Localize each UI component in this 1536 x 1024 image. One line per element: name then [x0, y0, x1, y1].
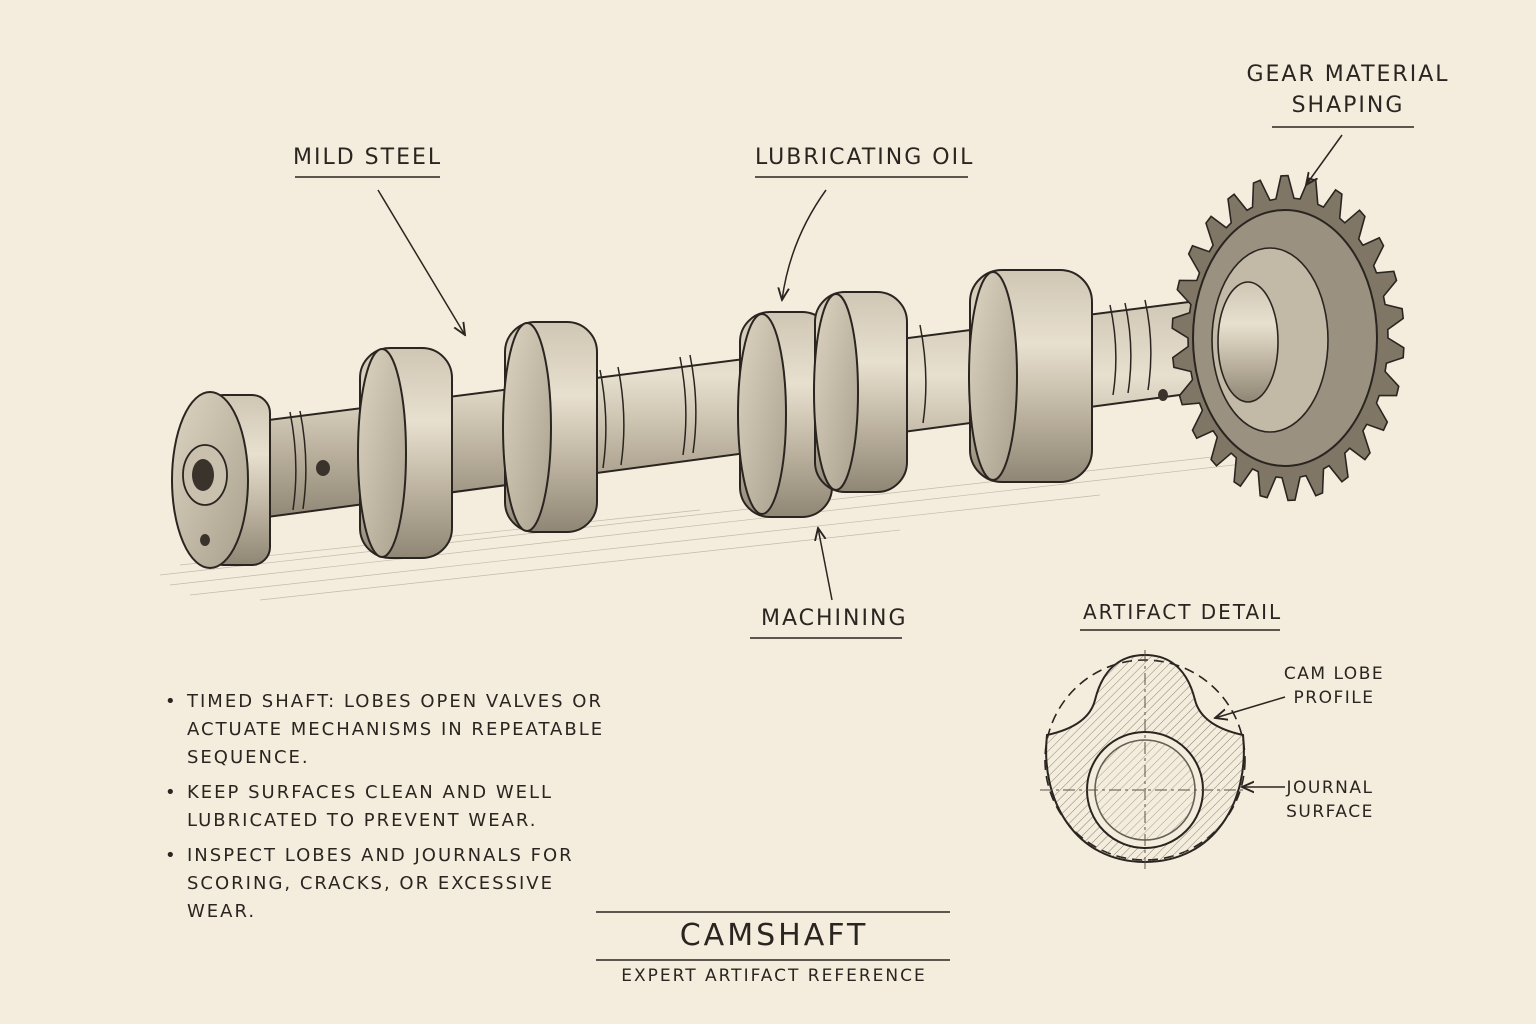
oil-hole: [316, 460, 330, 476]
label-cam-lobe-line1: CAM LOBE: [1283, 664, 1385, 684]
note-item: INSPECT LOBES AND JOURNALS FOR SCORING, …: [165, 842, 607, 926]
cam-lobe-section-view: [1040, 650, 1286, 870]
label-journal-line1: JOURNAL: [1286, 778, 1374, 798]
callout-leaders: [295, 126, 1414, 961]
drive-gear: [1171, 174, 1405, 502]
cam-lobe: [813, 291, 908, 493]
note-item: KEEP SURFACES CLEAN AND WELL LUBRICATED …: [165, 779, 607, 835]
mild-steel-leader: [377, 189, 465, 335]
label-cam-lobe-line2: PROFILE: [1293, 688, 1375, 708]
label-journal-line2: SURFACE: [1286, 802, 1374, 822]
gear-leader: [1306, 134, 1343, 185]
cam-lobe: [968, 269, 1093, 483]
page-title: CAMSHAFT: [679, 918, 869, 953]
label-lubricating-oil: LUBRICATING OIL: [755, 145, 975, 170]
end-flange: [171, 391, 271, 569]
cam-lobe: [357, 347, 453, 559]
page-subtitle: EXPERT ARTIFACT REFERENCE: [621, 966, 927, 986]
cam-lobes: [357, 269, 1093, 559]
label-gear-line1: GEAR MATERIAL: [1246, 62, 1450, 87]
cam-lobe: [502, 321, 598, 533]
detail-heading: ARTIFACT DETAIL: [1083, 600, 1283, 624]
label-mild-steel: MILD STEEL: [293, 145, 443, 170]
note-item: TIMED SHAFT: LOBES OPEN VALVES OR ACTUAT…: [165, 688, 607, 772]
machining-leader: [818, 528, 833, 601]
cam-lobe-leader: [1215, 696, 1286, 718]
notes-list: TIMED SHAFT: LOBES OPEN VALVES OR ACTUAT…: [165, 688, 607, 933]
lubricating-oil-leader: [782, 189, 827, 300]
label-machining: MACHINING: [761, 606, 908, 631]
oil-hole: [1158, 389, 1168, 401]
label-gear-line2: SHAPING: [1291, 93, 1405, 118]
